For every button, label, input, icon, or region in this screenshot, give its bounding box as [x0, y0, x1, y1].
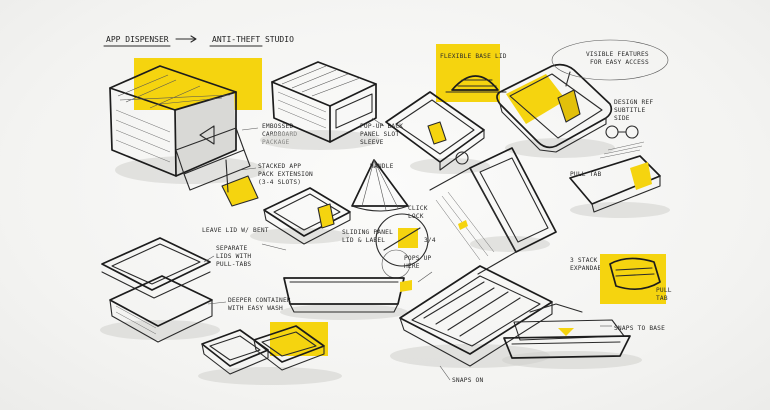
sketch-cone: HANDLE [351, 159, 409, 212]
svg-text:PANEL SLOT: PANEL SLOT [360, 131, 399, 138]
svg-text:LOCK: LOCK [408, 213, 424, 220]
svg-text:EXPANDABLE?: EXPANDABLE? [570, 265, 613, 272]
sketch-pull-tab-strip: PULL TAB [569, 141, 670, 218]
sketch-small-dishes [198, 322, 342, 385]
svg-text:DESIGN REF: DESIGN REF [614, 99, 653, 106]
svg-text:EMBOSSED: EMBOSSED [262, 123, 293, 130]
sketch-tilted-tray [385, 91, 490, 174]
svg-text:CLICK: CLICK [408, 205, 428, 212]
sketch-yellow-lid-card: PULL TAB [600, 254, 672, 304]
label-leave-lid: LEAVE LID W/ BENT [202, 227, 269, 234]
label-design-ref: DESIGN REF SUBTITLE SIDE [605, 99, 653, 139]
svg-text:POP-UP BACK: POP-UP BACK [360, 123, 403, 130]
label-pop-up-back: POP-UP BACK PANEL SLOT SLEEVE [360, 117, 403, 146]
svg-text:PULL TAB: PULL TAB [570, 171, 601, 178]
svg-text:TAB: TAB [656, 295, 668, 302]
label-snaps-on: SNAPS ON [439, 365, 483, 384]
svg-text:(3-4 SLOTS): (3-4 SLOTS) [258, 179, 301, 186]
svg-text:3/4: 3/4 [424, 237, 436, 244]
sketch-flexible-lid: FLEXIBLE BASE LID [436, 44, 507, 102]
svg-text:SEPARATE: SEPARATE [216, 245, 247, 252]
svg-text:PULL: PULL [656, 287, 672, 294]
yellow-highlight-block [134, 58, 262, 110]
svg-text:HANDLE: HANDLE [370, 163, 394, 170]
sketch-wedge-container [429, 147, 557, 275]
svg-text:PULL-TABS: PULL-TABS [216, 261, 251, 268]
svg-text:SNAPS ON: SNAPS ON [452, 377, 483, 384]
svg-text:LID & LABEL: LID & LABEL [342, 237, 385, 244]
label-stacked-app: STACKED APP PACK EXTENSION (3-4 SLOTS) [239, 163, 313, 186]
sketch-drawer-box [260, 61, 380, 150]
leader-line [417, 271, 433, 283]
svg-text:POPS UP: POPS UP [404, 255, 432, 262]
svg-text:SUBTITLE: SUBTITLE [614, 107, 645, 114]
header: APP DISPENSER ANTI-THEFT STUDIO [103, 35, 294, 47]
label-snaps-to-base: SNAPS TO BASE [600, 325, 665, 332]
label-sliding-panel: SLIDING PANEL LID & LABEL [342, 229, 393, 244]
label-deeper-container: DEEPER CONTAINER WITH EASY WASH [207, 297, 291, 312]
sketch-lidded-tray [250, 187, 351, 245]
sketch-detail-circle: 3/4 CLICK LOCK [375, 205, 436, 267]
label-separate-lids: SEPARATE LIDS WITH PULL-TABS [203, 245, 251, 268]
svg-text:SNAPS TO BASE: SNAPS TO BASE [614, 325, 665, 332]
svg-text:3 STACK: 3 STACK [570, 257, 598, 264]
svg-text:PACK EXTENSION: PACK EXTENSION [258, 171, 313, 178]
svg-text:SIDE: SIDE [614, 115, 630, 122]
svg-text:STACKED APP: STACKED APP [258, 163, 301, 170]
svg-text:VISIBLE FEATURES: VISIBLE FEATURES [586, 51, 649, 58]
sketch-long-tray [280, 277, 412, 320]
sketch-stacked-trays [100, 237, 220, 343]
yellow-tab [222, 176, 258, 206]
label-pops-up-here: POPS UP HERE [381, 249, 432, 279]
svg-text:FOR EASY ACCESS: FOR EASY ACCESS [590, 59, 649, 66]
sheet-subtitle: ANTI-THEFT STUDIO [212, 35, 294, 44]
svg-text:DEEPER CONTAINER: DEEPER CONTAINER [228, 297, 291, 304]
svg-text:HERE: HERE [404, 263, 420, 270]
svg-text:SLIDING PANEL: SLIDING PANEL [342, 229, 393, 236]
label-three-stack: 3 STACK EXPANDABLE? [570, 257, 613, 272]
title-arrow [175, 35, 197, 43]
sketch-dispenser-box [109, 58, 265, 207]
leader-line [261, 243, 287, 251]
svg-text:LIDS WITH: LIDS WITH [216, 253, 251, 260]
svg-text:LEAVE LID W/ BENT: LEAVE LID W/ BENT [202, 227, 269, 234]
svg-text:WITH EASY WASH: WITH EASY WASH [228, 305, 283, 312]
yellow-highlight-block [600, 254, 666, 304]
sketch-big-open-tray [390, 265, 553, 368]
label-visible-features: VISIBLE FEATURES FOR EASY ACCESS [551, 39, 669, 81]
sketch-shallow-trays [502, 303, 642, 369]
svg-text:SLEEVE: SLEEVE [360, 139, 384, 146]
svg-text:FLEXIBLE BASE LID: FLEXIBLE BASE LID [440, 53, 507, 60]
sheet-title: APP DISPENSER [106, 35, 169, 44]
sketch-rounded-tray [496, 63, 615, 158]
